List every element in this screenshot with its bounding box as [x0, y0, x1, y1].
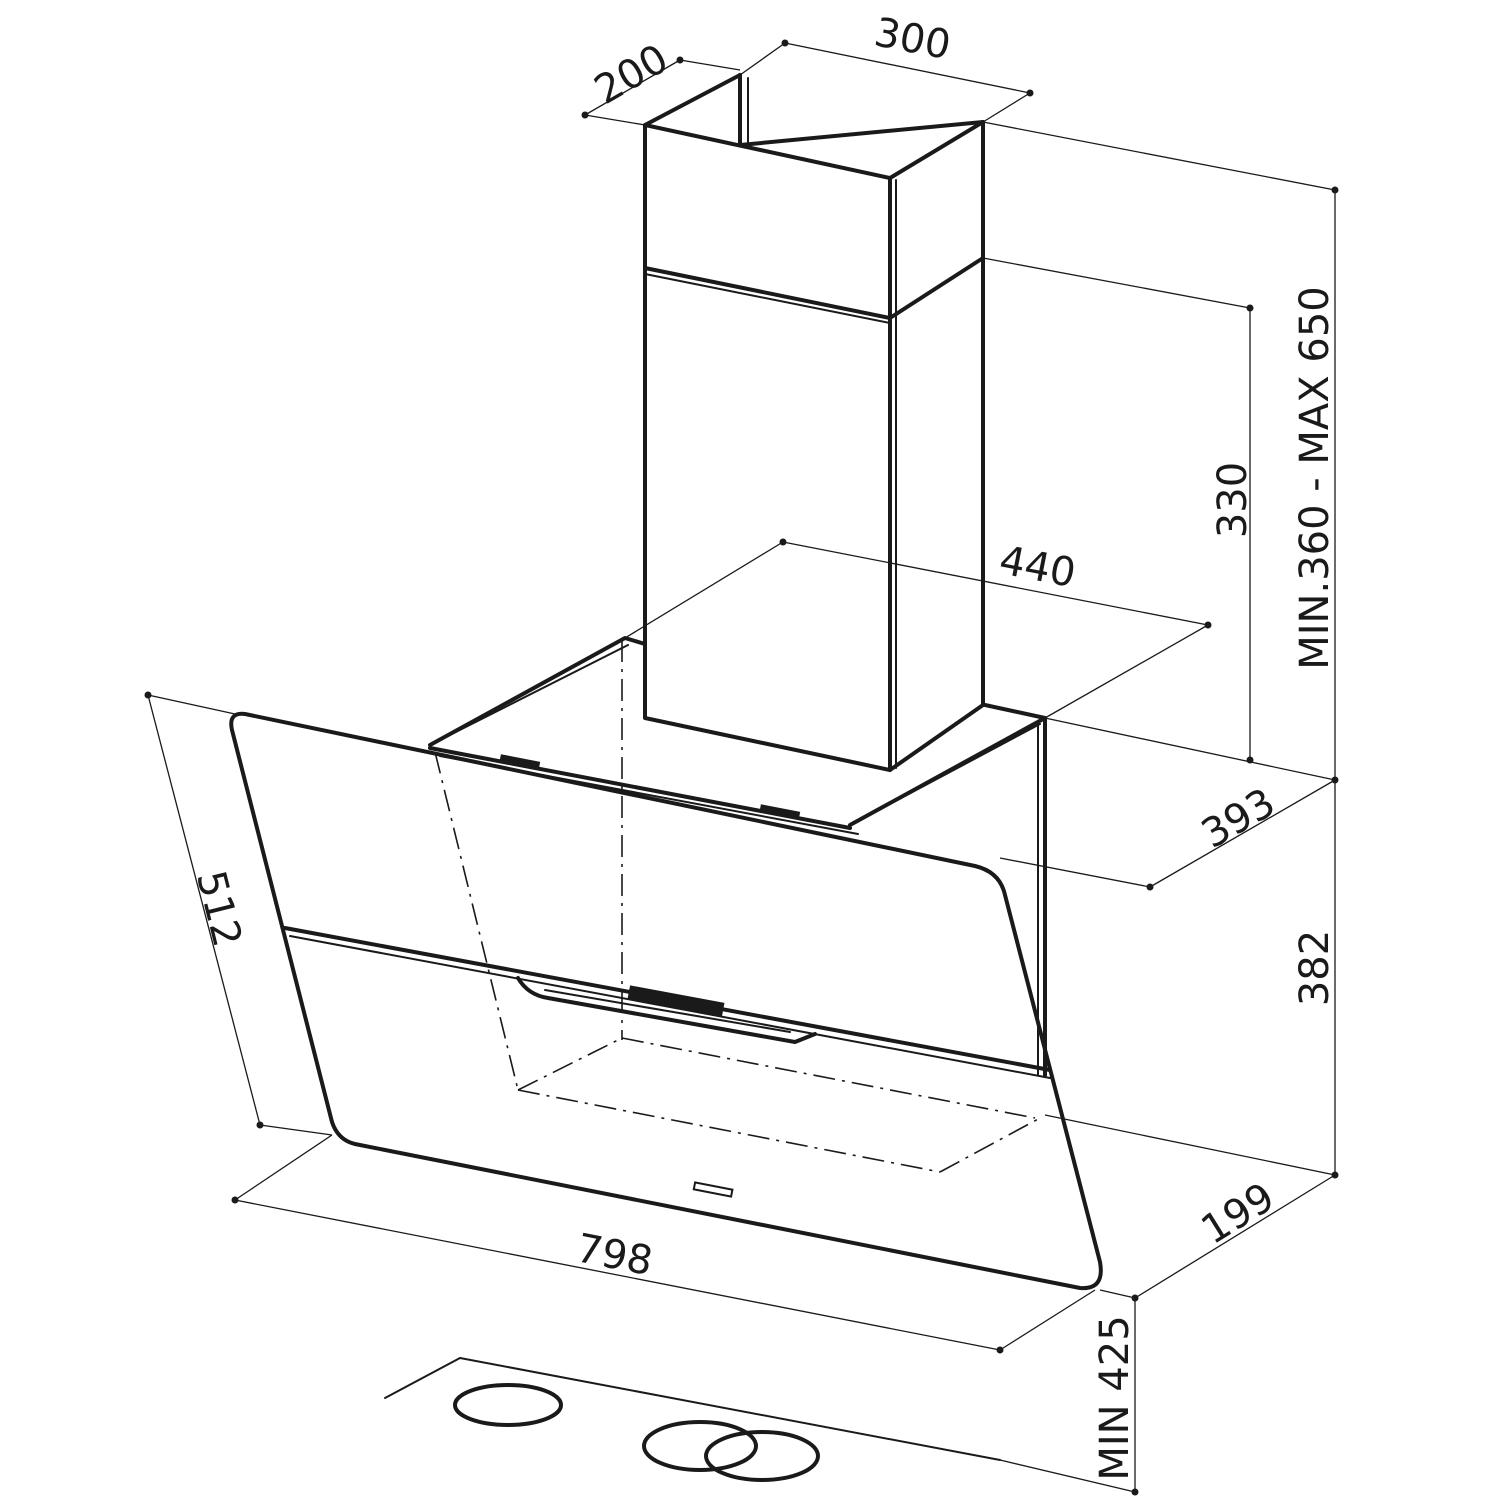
- label-upper-chimney: 330: [1210, 462, 1256, 538]
- control-buttons: [627, 985, 725, 1017]
- chimney: [643, 73, 985, 772]
- label-chimney-depth: 200: [587, 36, 676, 114]
- label-canopy-depth-top: 393: [1194, 780, 1283, 858]
- burner-right-back: [642, 1420, 758, 1472]
- dimension-ticks: [144, 39, 1339, 1496]
- burner-right-front: [704, 1430, 820, 1482]
- label-chimney-width: 300: [871, 9, 955, 69]
- cooktop: [384, 1357, 1001, 1482]
- label-total-width: 798: [573, 1225, 657, 1285]
- logo-mark: [692, 1181, 734, 1198]
- glass-panel: [229, 711, 1103, 1291]
- label-chimney-height-range: MIN.360 - MAX 650: [1292, 286, 1338, 670]
- hidden-lines: [434, 640, 1041, 1173]
- label-glass-panel-height: 512: [187, 866, 250, 951]
- label-canopy-height: 382: [1292, 930, 1338, 1006]
- label-min-clearance: MIN 425: [1092, 1315, 1138, 1480]
- canopy-top: [428, 636, 1047, 1077]
- label-canopy-depth-bottom: 199: [1194, 1174, 1283, 1253]
- label-canopy-width-top: 440: [996, 537, 1080, 597]
- dimension-lines: [147, 42, 1336, 1493]
- burner-left: [453, 1383, 563, 1427]
- dimension-labels: 200 300 MIN.360 - MAX 650 330 440 393 38…: [187, 9, 1338, 1480]
